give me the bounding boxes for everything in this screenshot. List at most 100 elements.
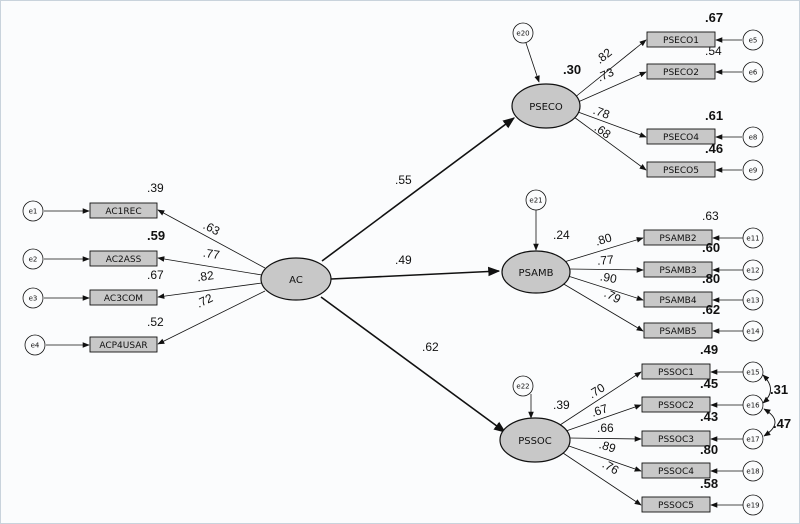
error-e22-label: e22 (516, 383, 529, 391)
r2-psamb2: .63 (702, 209, 719, 223)
coef-ac-pssoc: .62 (422, 340, 439, 354)
error-e4-label: e4 (31, 342, 40, 350)
indicator-pssoc1-label: PSSOC1 (658, 368, 694, 378)
error-e13: e13 (742, 289, 764, 311)
cov-e15-e16-value: .31 (770, 382, 788, 397)
r2-psamb: .24 (553, 228, 570, 242)
error-e5: e5 (742, 29, 764, 51)
error-e2: e2 (22, 248, 44, 270)
indicator-pssoc2: PSSOC2 (641, 396, 711, 413)
path-ac-ac3com (157, 282, 263, 299)
error-e4: e4 (24, 334, 46, 356)
r2-ac2ass: .59 (147, 228, 165, 243)
indicator-pseco2-label: PSECO2 (663, 68, 699, 78)
latent-psamb: PSAMB (501, 250, 571, 294)
indicator-ac1rec-label: AC1REC (105, 207, 141, 217)
indicator-pssoc2-label: PSSOC2 (658, 401, 694, 411)
r2-ac3com: .67 (147, 268, 164, 282)
indicator-ac1rec: AC1REC (89, 202, 158, 219)
loading-psamb2: .80 (593, 230, 613, 248)
indicator-pseco5-label: PSECO5 (663, 166, 699, 176)
loading-ac3com: .82 (196, 268, 215, 284)
path-ac-ac2ass (157, 256, 263, 276)
error-e11-label: e11 (746, 235, 759, 243)
indicator-pseco4-label: PSECO4 (663, 133, 699, 143)
latent-pseco: PSECO (511, 83, 581, 129)
path-psamb-4 (567, 275, 644, 301)
error-e6: e6 (742, 61, 764, 83)
error-e13-label: e13 (746, 297, 759, 305)
path-pseco-5 (573, 116, 647, 171)
error-e15-label: e15 (746, 369, 759, 377)
path-e20 (525, 42, 540, 83)
loading-pssoc2: .67 (589, 401, 610, 420)
indicator-psamb2: PSAMB2 (643, 229, 713, 246)
error-e3: e3 (22, 287, 44, 309)
error-e22: e22 (512, 375, 534, 397)
path-pssoc-3 (568, 436, 642, 442)
indicator-psamb4-label: PSAMB4 (659, 296, 696, 306)
error-e9: e9 (742, 159, 764, 181)
r2-pseco: .30 (563, 62, 581, 77)
error-e14: e14 (742, 320, 764, 342)
r2-pseco1: .67 (705, 10, 723, 25)
loading-ac2ass: .77 (202, 246, 221, 262)
indicator-pssoc3-label: PSSOC3 (658, 435, 694, 445)
loading-psamb3: .77 (596, 252, 614, 267)
loading-pseco2: .73 (595, 65, 616, 85)
indicator-psamb3-label: PSAMB3 (659, 266, 696, 276)
loading-pseco4: .78 (591, 103, 612, 122)
path-psamb-2 (563, 237, 644, 263)
indicator-pseco1: PSECO1 (646, 31, 716, 48)
loading-pssoc4: .89 (597, 437, 618, 456)
error-e5-label: e5 (749, 37, 758, 45)
error-e18: e18 (742, 460, 764, 482)
error-e1-label: e1 (29, 208, 38, 216)
paths (44, 37, 776, 508)
loading-psamb5: .79 (602, 286, 624, 306)
latent-pseco-label: PSECO (529, 102, 563, 113)
latent-pssoc: PSSOC (499, 417, 571, 463)
error-e3-label: e3 (29, 295, 38, 303)
r2-pssoc4: .80 (700, 442, 718, 457)
path-ac-acp4usar (157, 290, 266, 345)
error-e20-label: e20 (516, 30, 529, 38)
r2-acp4usar: .52 (147, 315, 164, 329)
r2-pseco5: .46 (705, 141, 723, 156)
error-e15: e15 (742, 361, 764, 383)
indicator-ac3com-label: AC3COM (104, 294, 143, 304)
error-e8: e8 (742, 126, 764, 148)
error-e12: e12 (742, 259, 764, 281)
coef-ac-psamb: .49 (395, 253, 412, 267)
path-pseco-1 (573, 39, 647, 99)
indicator-pseco4: PSECO4 (646, 128, 716, 145)
error-e18-label: e18 (746, 468, 759, 476)
loading-pssoc5: .76 (600, 457, 622, 478)
cov-e15-e16 (762, 374, 771, 404)
indicator-pssoc4: PSSOC4 (641, 462, 711, 479)
loading-psamb4: .90 (599, 269, 618, 286)
indicator-pssoc5: PSSOC5 (641, 496, 711, 513)
indicator-acp4usar-label: ACP4USAR (99, 341, 147, 351)
error-e2-label: e2 (29, 256, 38, 264)
error-e11: e11 (742, 227, 764, 249)
r2-pseco2: .54 (705, 44, 722, 58)
path-psamb-5 (561, 282, 644, 332)
r2-psamb5: .62 (702, 302, 720, 317)
error-terms: e1 e2 e3 e4 e5 e6 e8 e9 e11 e12 e13 e14 … (22, 22, 764, 516)
path-ac-psamb (330, 266, 501, 280)
path-pssoc-4 (565, 444, 642, 472)
indicator-psamb4: PSAMB4 (643, 291, 713, 308)
path-ac-pseco (321, 117, 515, 262)
r2-pssoc1: .49 (700, 342, 718, 357)
path-psamb-3 (568, 267, 644, 273)
loading-acp4usar: .72 (194, 291, 215, 311)
indicator-psamb5: PSAMB5 (643, 322, 713, 339)
r2-pssoc2: .45 (700, 376, 718, 391)
r2-psamb3: .60 (702, 240, 720, 255)
r2-pssoc5: .58 (700, 476, 718, 491)
error-e16-label: e16 (746, 402, 760, 410)
error-e14-label: e14 (746, 328, 760, 336)
indicator-pssoc3: PSSOC3 (641, 430, 711, 447)
